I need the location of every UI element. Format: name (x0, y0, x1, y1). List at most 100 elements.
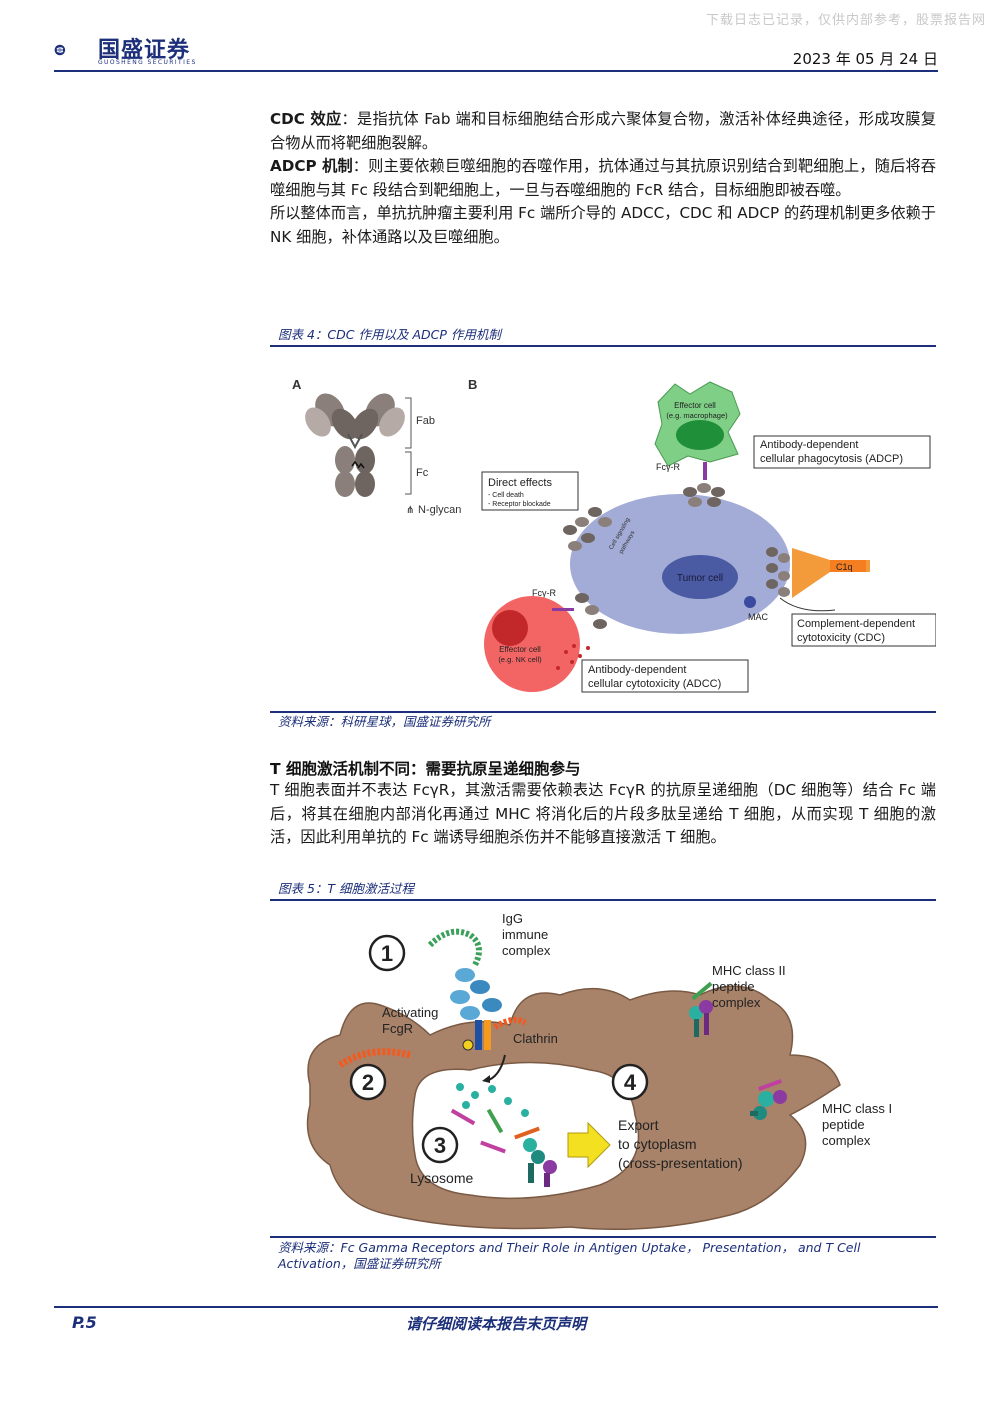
header-divider (54, 70, 938, 72)
adcp-text: ：则主要依赖巨噬细胞的吞噬作用，抗体通过与其抗原识别结合到靶细胞上，随后将吞噬细… (270, 157, 936, 199)
fc-label: Fc (416, 467, 429, 479)
adcc-line1: Antibody-dependent (588, 664, 686, 676)
complement-antibodies-icon (766, 547, 790, 597)
step2-label: 2 (362, 1070, 374, 1095)
step4-icon (611, 1063, 649, 1101)
company-name: 国盛证券 (98, 38, 191, 63)
figure5-caption: 图表 5：T 细胞激活过程 (278, 881, 415, 896)
cdc-text: ：是指抗体 Fab 端和目标细胞结合形成六聚体复合物，激活补体经典途径，形成攻膜… (270, 110, 937, 152)
lysosome-icon (411, 1061, 640, 1200)
figure5-top-rule (270, 899, 936, 901)
tcell-paragraph: T 细胞表面并不表达 FcγR，其激活需要依赖表达 FcγR 的抗原呈递细胞（D… (270, 781, 936, 846)
cdc-label: CDC 效应 (270, 110, 342, 128)
mhc1-label-2: peptide (822, 1117, 865, 1132)
fcyr-top-label: Fcγ-R (656, 462, 680, 472)
activating-label-1: Activating (382, 1005, 438, 1020)
activating-label-2: FcgR (382, 1021, 413, 1036)
step2-icon (349, 1063, 387, 1101)
figure4-top-rule (270, 345, 936, 347)
tumor-cell-label: Tumor cell (677, 573, 723, 584)
igg-label-1: IgG (502, 911, 523, 926)
c1q-tag (830, 560, 866, 572)
guosheng-logo-icon (54, 44, 66, 56)
direct-effects-item2: - Receptor blockade (488, 501, 551, 508)
direct-effects-box (481, 471, 579, 511)
effector-top-sub: (e.g. macrophage) (666, 411, 728, 420)
c1q-label: C1q (836, 562, 853, 572)
report-date: 2023 年 05 月 24 日 (792, 50, 938, 68)
mac-label: MAC (748, 612, 769, 622)
figure5-source: 资料来源：Fc Gamma Receptors and Their Role i… (278, 1240, 861, 1271)
footer-divider (54, 1306, 938, 1308)
panel-b-label: B (468, 377, 477, 392)
direct-effects-item1: - Cell death (488, 492, 524, 499)
mhc2-label-1: MHC class II (712, 963, 786, 978)
watermark-text: 下载日志已记录，仅供内部参考，股票报告网 (705, 13, 986, 28)
adcp-line1: Antibody-dependent (760, 439, 858, 451)
cdc-line1: Complement-dependent (797, 618, 915, 630)
page-number: P.5 (72, 1313, 97, 1332)
effector-bottom-label: Effector cell (499, 645, 541, 654)
adcp-box (753, 435, 931, 469)
direct-effects-title: Direct effects (488, 477, 552, 489)
figure5-bottom-rule (270, 1236, 936, 1238)
igg-label-3: complex (502, 943, 551, 958)
tcell-heading: T 细胞激活机制不同：需要抗原呈递细胞参与 (270, 760, 581, 778)
adcp-label: ADCP 机制 (270, 157, 353, 175)
figure4-bottom-rule (270, 711, 936, 713)
cdc-paragraph: CDC 效应：是指抗体 Fab 端和目标细胞结合形成六聚体复合物，激活补体经典途… (270, 108, 936, 155)
lysosome-mhc-icon (523, 1138, 557, 1187)
adcc-line2: cellular cytotoxicity (ADCC) (588, 678, 721, 690)
mac-icon (744, 596, 756, 608)
export-arrow-icon (567, 1121, 611, 1169)
granules-icon (556, 644, 590, 670)
effector-bottom-sub: (e.g. NK cell) (498, 655, 542, 664)
top-antibodies-icon (683, 462, 725, 507)
tumor-nucleus-icon (662, 555, 738, 599)
phosphate-icon (462, 1039, 474, 1051)
clathrin-label: Clathrin (513, 1031, 558, 1046)
mhc-class2-icon (689, 981, 713, 1037)
mhc2-label-2: peptide (712, 979, 755, 994)
intro-section: CDC 效应：是指抗体 Fab 端和目标细胞结合形成六聚体复合物，激活补体经典途… (270, 108, 936, 249)
export-label-3: (cross-presentation) (618, 1155, 743, 1171)
export-label-2: to cytoplasm (618, 1136, 697, 1152)
adcc-antibodies-icon (552, 593, 607, 629)
company-name-en: GUOSHENG SECURITIES (98, 59, 197, 66)
figure4-caption: 图表 4：CDC 作用以及 ADCP 作用机制 (278, 327, 501, 342)
step4-label: 4 (624, 1070, 637, 1095)
fc-bracket (405, 451, 412, 495)
left-antibodies-icon (563, 507, 612, 551)
cdc-line2: cytotoxicity (CDC) (797, 632, 885, 644)
adcc-box (581, 659, 749, 693)
mhc2-label-3: complex (712, 995, 761, 1010)
nglycan-icon: ⋔ (406, 505, 414, 516)
cdc-arrow (779, 597, 836, 612)
cdc-box (791, 613, 936, 647)
igg-complex-icon (427, 928, 502, 1050)
panel-a-label: A (292, 377, 302, 392)
step1-icon (368, 934, 406, 972)
figure4-source: 资料来源：科研星球，国盛证券研究所 (278, 714, 491, 729)
step1-label: 1 (381, 941, 393, 966)
figure5-diagram: 1 2 3 4 IgG immune complex Activating Fc… (306, 911, 892, 1231)
nglycan-label: N-glycan (418, 504, 461, 516)
adcp-paragraph: ADCP 机制：则主要依赖巨噬细胞的吞噬作用，抗体通过与其抗原识别结合到靶细胞上… (270, 155, 936, 202)
nk-nucleus-icon (492, 610, 528, 646)
mhc-class1-icon (750, 1079, 787, 1120)
macrophage-nucleus-icon (676, 420, 724, 450)
mhc1-label-1: MHC class I (822, 1101, 892, 1116)
tcell-section: T 细胞表面并不表达 FcγR，其激活需要依赖表达 FcγR 的抗原呈递细胞（D… (270, 779, 936, 850)
antibody-structure-icon (305, 393, 405, 497)
c1q-icon (792, 548, 870, 598)
step3-icon (421, 1126, 459, 1164)
clathrin-coat-icon (338, 1048, 411, 1068)
summary-paragraph: 所以整体而言，单抗抗肿瘤主要利用 Fc 端所介导的 ADCC，CDC 和 ADC… (270, 204, 936, 246)
fcyr-left-label: Fcγ-R (532, 588, 556, 598)
fab-bracket (405, 397, 412, 449)
step3-label: 3 (434, 1133, 446, 1158)
lysosome-label: Lysosome (410, 1170, 474, 1186)
export-label-1: Export (618, 1117, 659, 1133)
antigen-fragments-icon (450, 1083, 540, 1154)
mhc1-label-3: complex (822, 1133, 871, 1148)
